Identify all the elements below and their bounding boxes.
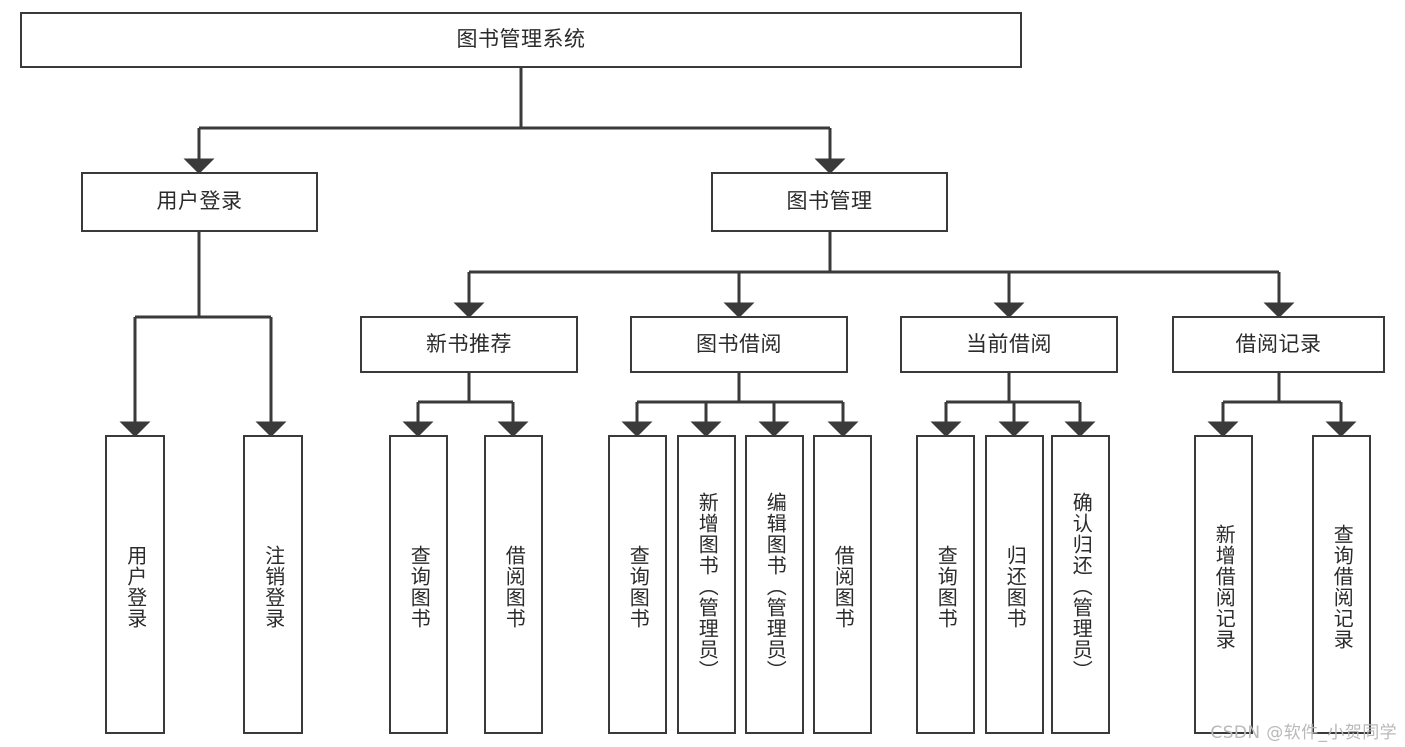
node-borrow-record[interactable]: 借阅记录: [1172, 316, 1385, 373]
node-leaf-logout-login-label: 注销登录: [261, 544, 286, 629]
node-leaf-borrow-book-1-label: 借阅图书: [502, 544, 527, 629]
node-leaf-user-login-label: 用户登录: [123, 544, 148, 629]
node-leaf-edit-book-label: 编辑图书（管理员）: [763, 492, 788, 681]
node-new-book-recommend[interactable]: 新书推荐: [360, 316, 578, 373]
node-leaf-confirm-return-label: 确认归还（管理员）: [1069, 492, 1094, 681]
node-leaf-query-book-2[interactable]: 查询图书: [608, 435, 667, 734]
node-leaf-query-record[interactable]: 查询借阅记录: [1312, 435, 1371, 734]
node-leaf-query-book-3[interactable]: 查询图书: [916, 435, 975, 734]
node-book-borrow-label: 图书借阅: [696, 331, 782, 356]
node-book-borrow[interactable]: 图书借阅: [630, 316, 848, 373]
node-leaf-user-login[interactable]: 用户登录: [105, 435, 165, 734]
node-leaf-return-book-label: 归还图书: [1003, 544, 1028, 629]
node-leaf-edit-book[interactable]: 编辑图书（管理员）: [745, 435, 804, 734]
node-new-book-recommend-label: 新书推荐: [426, 331, 512, 356]
node-leaf-query-book-1-label: 查询图书: [407, 544, 432, 629]
node-leaf-logout-login[interactable]: 注销登录: [243, 435, 303, 734]
node-book-manage-label: 图书管理: [786, 189, 873, 214]
node-leaf-borrow-book-2[interactable]: 借阅图书: [813, 435, 872, 734]
node-leaf-add-record-label: 新增借阅记录: [1212, 523, 1237, 650]
node-user-login[interactable]: 用户登录: [81, 172, 318, 232]
node-current-borrow-label: 当前借阅: [966, 331, 1052, 356]
node-root-label: 图书管理系统: [456, 27, 586, 52]
node-leaf-add-book[interactable]: 新增图书（管理员）: [677, 435, 736, 734]
node-leaf-query-book-2-label: 查询图书: [626, 544, 651, 629]
node-borrow-record-label: 借阅记录: [1235, 331, 1322, 356]
node-leaf-add-book-label: 新增图书（管理员）: [695, 492, 720, 681]
node-current-borrow[interactable]: 当前借阅: [900, 316, 1118, 373]
node-book-manage[interactable]: 图书管理: [711, 172, 948, 232]
node-leaf-borrow-book-2-label: 借阅图书: [831, 544, 856, 629]
node-leaf-add-record[interactable]: 新增借阅记录: [1194, 435, 1253, 734]
node-leaf-query-record-label: 查询借阅记录: [1330, 523, 1355, 650]
node-leaf-query-book-3-label: 查询图书: [934, 544, 959, 629]
node-leaf-return-book[interactable]: 归还图书: [985, 435, 1044, 734]
node-leaf-confirm-return[interactable]: 确认归还（管理员）: [1051, 435, 1110, 734]
node-leaf-query-book-1[interactable]: 查询图书: [389, 435, 448, 734]
node-leaf-borrow-book-1[interactable]: 借阅图书: [484, 435, 543, 734]
node-root[interactable]: 图书管理系统: [20, 12, 1022, 68]
node-user-login-label: 用户登录: [156, 189, 243, 214]
